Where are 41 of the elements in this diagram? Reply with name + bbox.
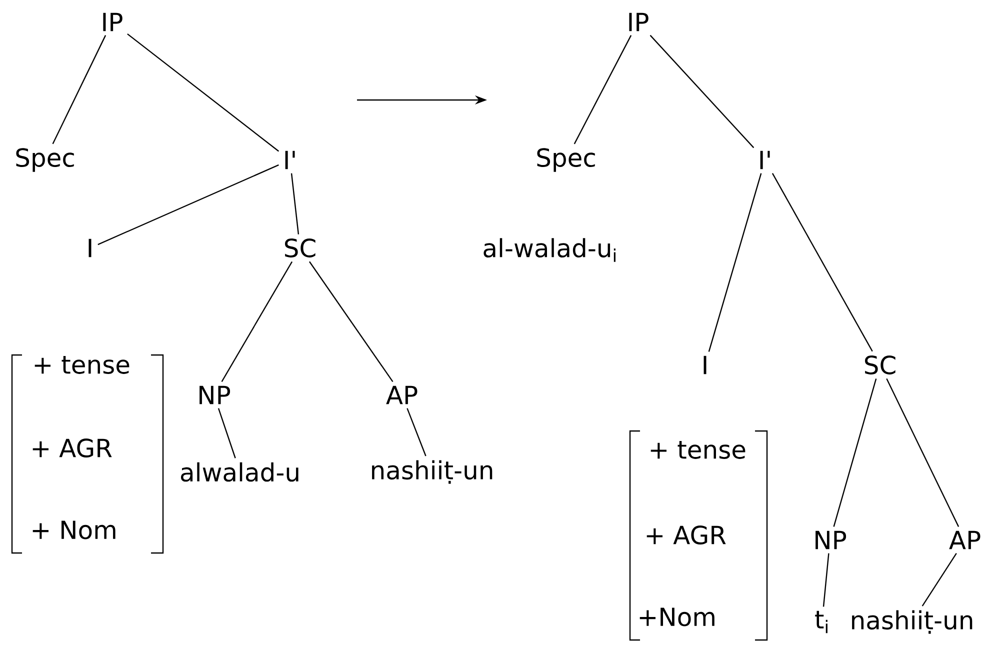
tree-label: I' — [760, 150, 770, 170]
feature-label: + AGR — [32, 438, 112, 458]
branch-line — [308, 261, 394, 382]
branch-line — [708, 173, 762, 352]
feature-label: + AGR — [646, 526, 726, 544]
branch-line — [221, 261, 293, 382]
branch-line — [574, 35, 632, 144]
feature-label: al-walad-u$_{i}$ — [484, 238, 616, 262]
tree-label: Spec — [16, 148, 74, 172]
tree-label: I' — [285, 150, 295, 170]
tree-label: SC — [865, 356, 896, 374]
tree-label: Spec — [537, 148, 595, 172]
tree-label: NP — [200, 386, 230, 404]
branch-line — [822, 553, 830, 607]
feature-label: + tense — [34, 356, 130, 374]
tree-label: t$_{i}$ — [815, 610, 828, 634]
branch-line — [772, 173, 873, 352]
branch-line — [833, 378, 877, 527]
feature-label: + tense — [650, 441, 746, 459]
branch-line — [922, 552, 957, 606]
branch-line — [218, 408, 236, 458]
tree-label: AP — [949, 530, 980, 550]
branch-line — [98, 164, 279, 246]
tree-label: SC — [285, 238, 316, 258]
tree-label: I — [88, 238, 92, 258]
tree-label: IP — [629, 12, 648, 32]
tree-label: NP — [816, 530, 846, 550]
tree-label: I — [704, 356, 706, 374]
tree-label: IP — [103, 12, 122, 32]
tree-label: nashiiṭ-un — [372, 460, 492, 484]
branch-line — [127, 33, 280, 152]
feature-label: + Nom — [32, 520, 116, 540]
tree-label: alwalad-u — [181, 462, 298, 482]
tree-label: AP — [386, 386, 418, 404]
feature-label: +Nom — [640, 608, 714, 626]
tree-label: nashiiṭ-un — [852, 610, 972, 634]
branch-line — [290, 173, 300, 234]
branch-line — [52, 35, 106, 144]
branch-line — [886, 378, 960, 527]
branch-line — [406, 408, 426, 456]
branch-line — [650, 34, 754, 148]
